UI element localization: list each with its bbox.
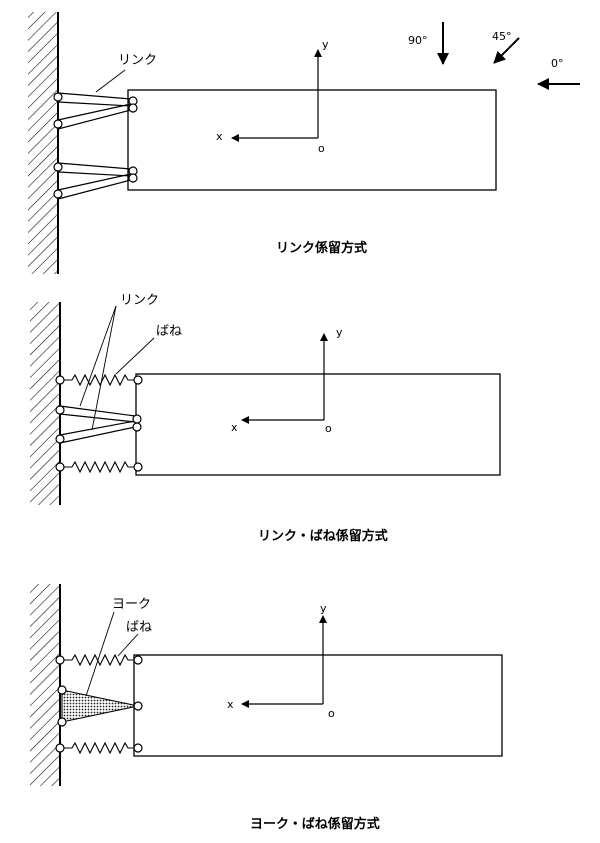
axis-y-label-1: y bbox=[322, 38, 329, 51]
spring-bottom-3 bbox=[60, 741, 138, 755]
angle-label-90: 90° bbox=[408, 34, 428, 47]
origin-label-2: o bbox=[325, 422, 332, 435]
links-1 bbox=[57, 92, 132, 200]
pins-3 bbox=[55, 655, 143, 753]
link-label-2: リンク bbox=[120, 293, 159, 308]
origin-label-3: o bbox=[328, 707, 335, 720]
spring-label-3: ばね bbox=[126, 620, 152, 635]
spring-label-2: ばね bbox=[156, 324, 182, 339]
floating-body-1 bbox=[127, 89, 497, 191]
yoke-label-3: ヨーク bbox=[112, 597, 151, 612]
axes-3 bbox=[241, 615, 327, 708]
floating-body-3 bbox=[133, 654, 503, 757]
angle-label-45: 45° bbox=[492, 30, 512, 43]
panel-link-spring-mooring: y x o リンク ばね リンク・ばね係留方式 bbox=[30, 293, 501, 544]
angle-label-0: 0° bbox=[551, 57, 564, 70]
axes-2 bbox=[241, 333, 328, 424]
link-label-1: リンク bbox=[118, 53, 157, 68]
caption-3: ヨーク・ばね係留方式 bbox=[250, 816, 380, 832]
wave-direction-arrows bbox=[437, 22, 580, 90]
spring-bottom-2 bbox=[60, 460, 138, 474]
axis-y-label-2: y bbox=[336, 326, 343, 339]
spring-top-2 bbox=[60, 373, 138, 387]
wall-2 bbox=[30, 302, 61, 505]
origin-label-1: o bbox=[318, 142, 325, 155]
pins-1 bbox=[53, 92, 138, 199]
spring-top-3 bbox=[60, 653, 138, 667]
panel-link-mooring: y x o リンク 90° 45° 0° リンク係留方式 bbox=[28, 12, 580, 274]
pins-2 bbox=[55, 375, 143, 472]
links-2 bbox=[59, 405, 136, 444]
axis-y-label-3: y bbox=[320, 602, 327, 615]
floating-body-2 bbox=[135, 373, 501, 476]
axis-x-label-2: x bbox=[231, 421, 238, 434]
panel-yoke-spring-mooring: y x o ヨーク ばね ヨーク・ばね係留方式 bbox=[30, 584, 503, 832]
axes-1 bbox=[231, 49, 322, 142]
wall-3 bbox=[30, 584, 61, 786]
wall-1 bbox=[28, 12, 59, 274]
caption-1: リンク係留方式 bbox=[276, 240, 367, 256]
axis-x-label-1: x bbox=[216, 130, 223, 143]
caption-2: リンク・ばね係留方式 bbox=[258, 528, 388, 544]
yoke bbox=[61, 689, 139, 723]
axis-x-label-3: x bbox=[227, 698, 234, 711]
